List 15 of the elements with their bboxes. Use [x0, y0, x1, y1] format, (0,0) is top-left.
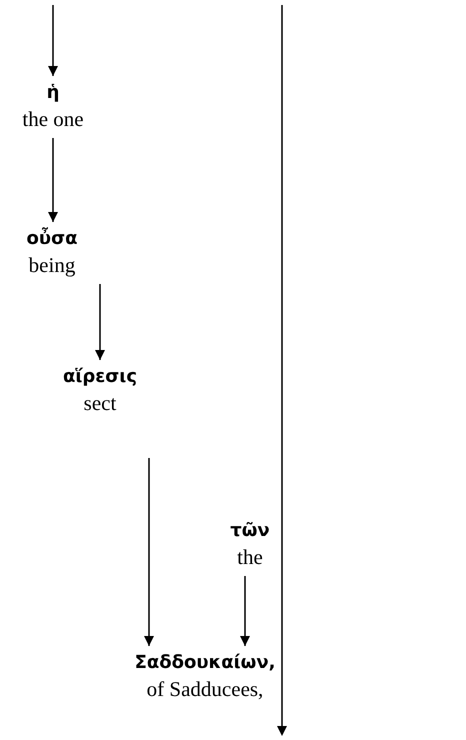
- english-gloss: sect: [84, 390, 116, 416]
- arrow: [48, 138, 58, 222]
- english-gloss: the: [237, 544, 263, 570]
- arrow: [48, 5, 58, 76]
- greek-word: ἡ: [46, 81, 60, 105]
- english-gloss: of Sadducees,: [146, 676, 264, 702]
- greek-word: Σαδδουκαίων,: [134, 651, 276, 675]
- arrow: [240, 576, 250, 646]
- arrow: [95, 284, 105, 360]
- arrow: [144, 458, 154, 646]
- greek-word: αἵρεσις: [63, 365, 137, 389]
- greek-word: οὖσα: [26, 226, 78, 251]
- english-gloss: being: [28, 252, 76, 278]
- english-gloss: the one: [22, 106, 84, 132]
- greek-word: τῶν: [230, 519, 270, 543]
